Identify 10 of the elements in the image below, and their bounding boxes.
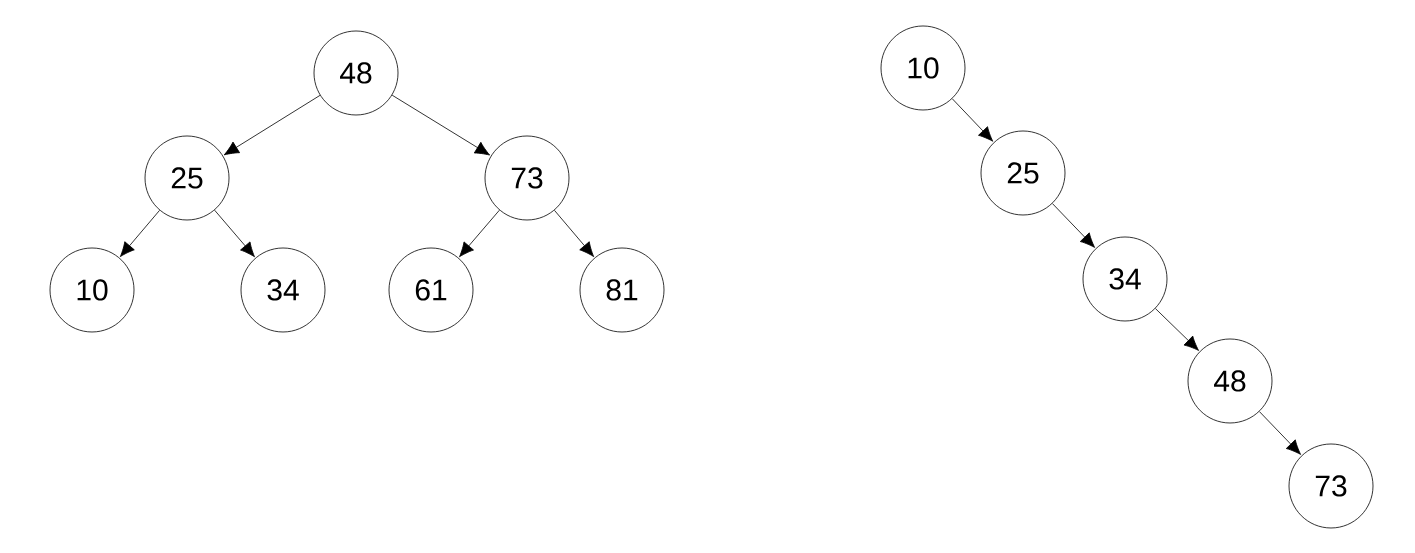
arrow <box>391 94 491 156</box>
arrow <box>1259 411 1301 455</box>
arrow <box>951 98 994 142</box>
arrow <box>119 209 160 257</box>
arrow <box>554 209 595 257</box>
arrow <box>214 209 255 258</box>
arrow <box>223 94 321 156</box>
arrow <box>1052 203 1095 248</box>
arrow <box>459 209 500 258</box>
arrow <box>1155 308 1199 351</box>
